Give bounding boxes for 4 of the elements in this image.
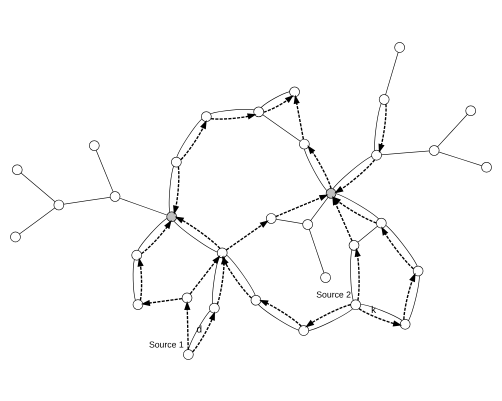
node-label: Source 2 (316, 288, 352, 299)
edge-label: d (196, 324, 202, 335)
node-label: Source 1 (148, 338, 184, 349)
edge-label: k (371, 304, 376, 316)
